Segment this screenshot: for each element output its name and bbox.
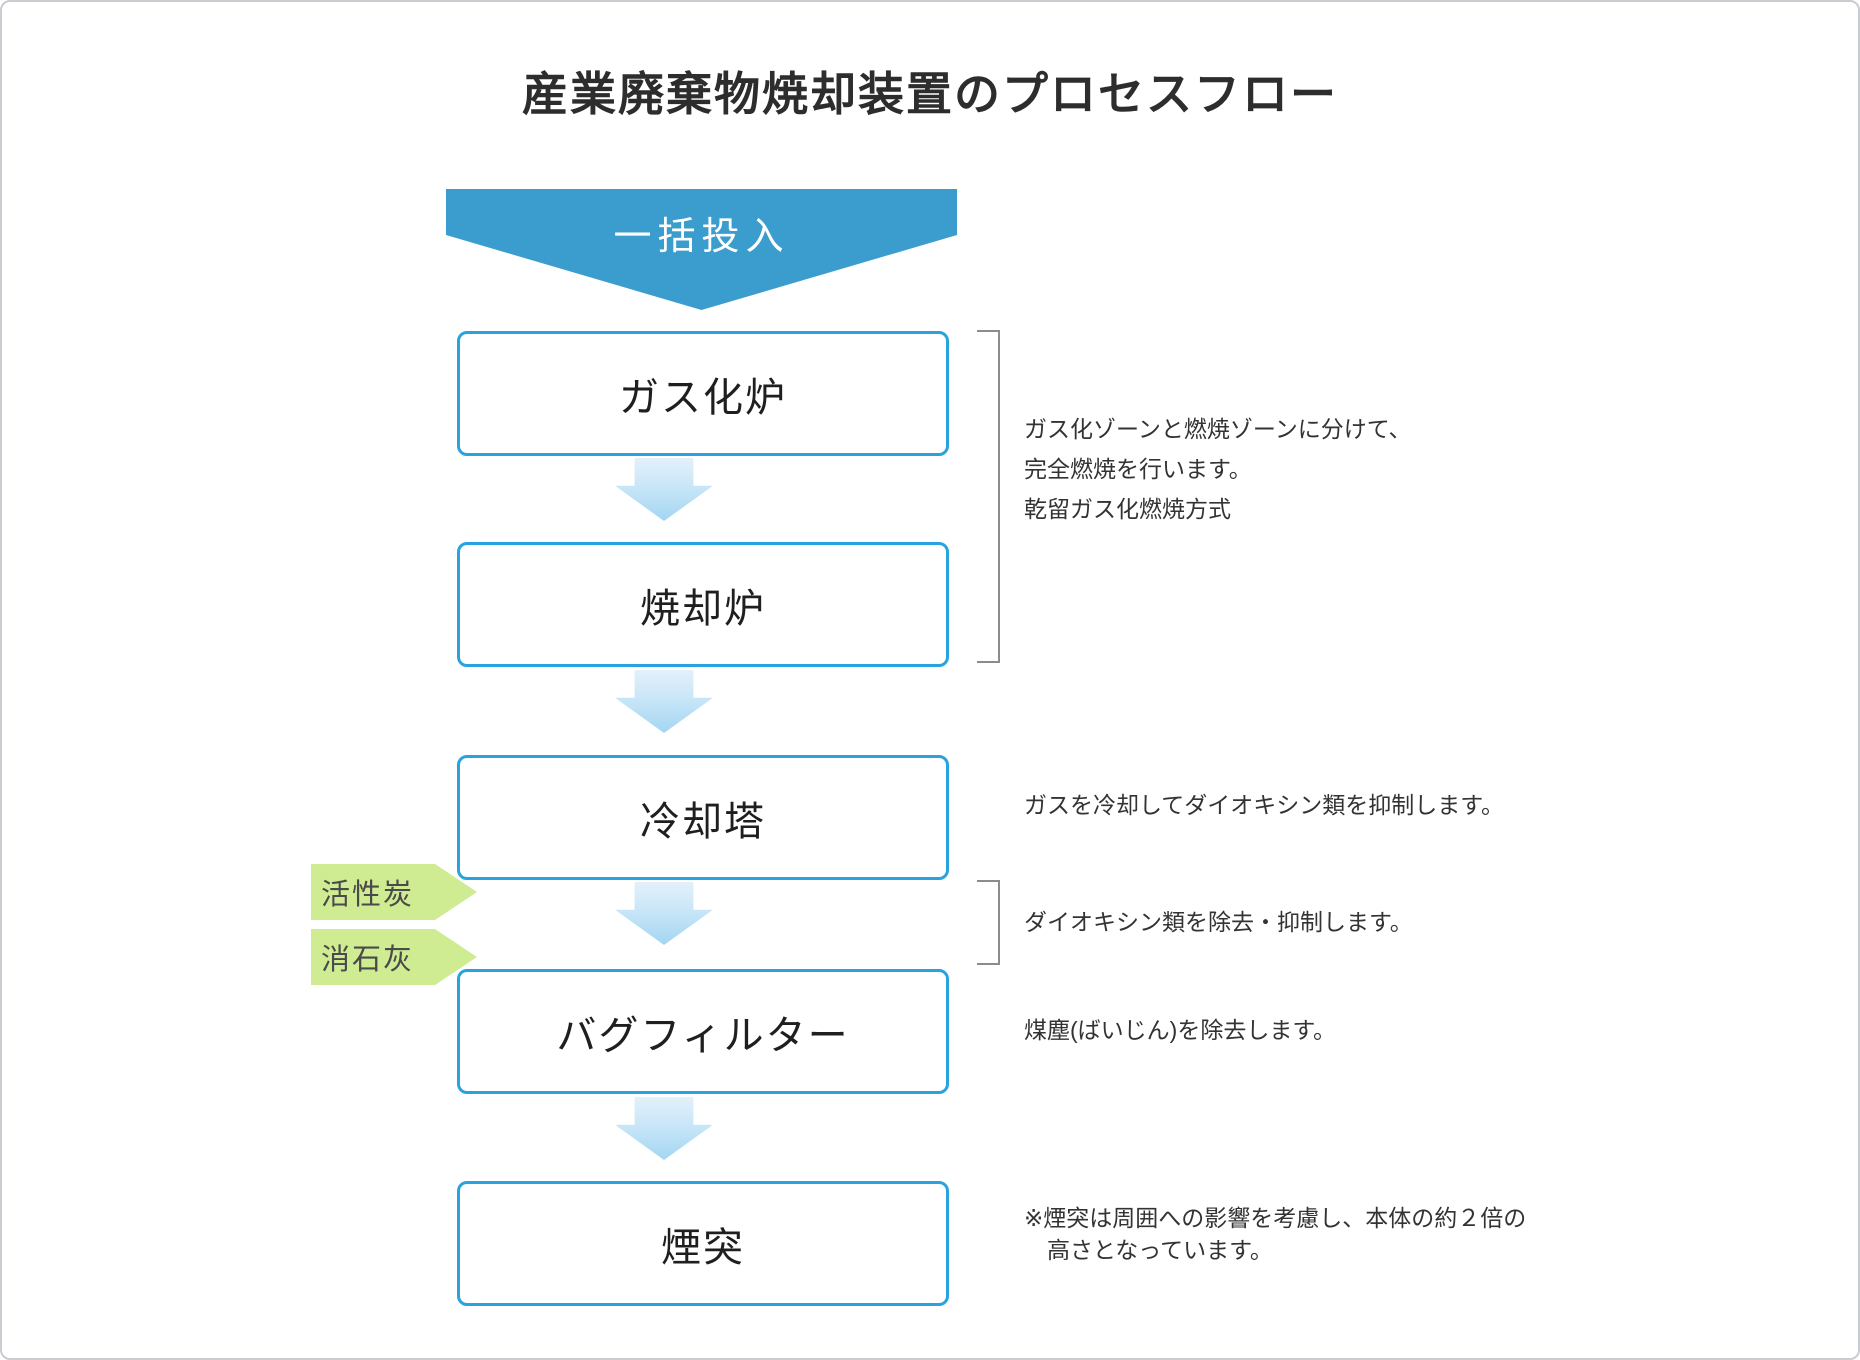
bracket-furnace-group xyxy=(977,330,1000,663)
step-label: 焼却炉 xyxy=(640,586,766,631)
step-label: バグフィルター xyxy=(556,1013,850,1058)
down-arrow-icon xyxy=(615,458,713,521)
step-box-chimney: 煙突 xyxy=(457,1181,949,1306)
note-dust: 煤塵(ばいじん)を除去します。 xyxy=(1024,1017,1337,1043)
note-chimney: ※煙突は周囲への影響を考慮し、本体の約２倍の 高さとなっています。 xyxy=(1024,1205,1527,1263)
step-box-bag-filter: バグフィルター xyxy=(457,969,949,1094)
input-arrow-slaked-lime: 消石灰 xyxy=(311,929,477,985)
step-box-cooling-tower: 冷却塔 xyxy=(457,755,949,880)
step-label: ガス化炉 xyxy=(619,375,787,420)
step-label: 冷却塔 xyxy=(640,799,766,844)
page-title: 産業廃棄物焼却装置のプロセスフロー xyxy=(522,68,1338,120)
batch-input-banner-arrow: 一括投入 xyxy=(446,189,957,310)
bracket-dioxin-group xyxy=(977,880,1000,965)
input-label: 活性炭 xyxy=(321,879,415,911)
input-arrow-activated-carbon: 活性炭 xyxy=(311,864,477,920)
input-label: 消石灰 xyxy=(321,944,415,976)
step-box-incinerator: 焼却炉 xyxy=(457,542,949,667)
note-cooling: ガスを冷却してダイオキシン類を抑制します。 xyxy=(1024,792,1505,818)
step-label: 煙突 xyxy=(661,1225,745,1270)
down-arrow-icon xyxy=(615,882,713,945)
down-arrow-icon xyxy=(615,1097,713,1160)
note-furnace: ガス化ゾーンと燃焼ゾーンに分けて、 完全燃焼を行います。 乾留ガス化燃焼方式 xyxy=(1024,416,1412,522)
down-arrow-icon xyxy=(615,670,713,733)
batch-input-label: 一括投入 xyxy=(613,216,790,258)
note-dioxin: ダイオキシン類を除去・抑制します。 xyxy=(1024,909,1413,935)
step-box-gasification-furnace: ガス化炉 xyxy=(457,331,949,456)
